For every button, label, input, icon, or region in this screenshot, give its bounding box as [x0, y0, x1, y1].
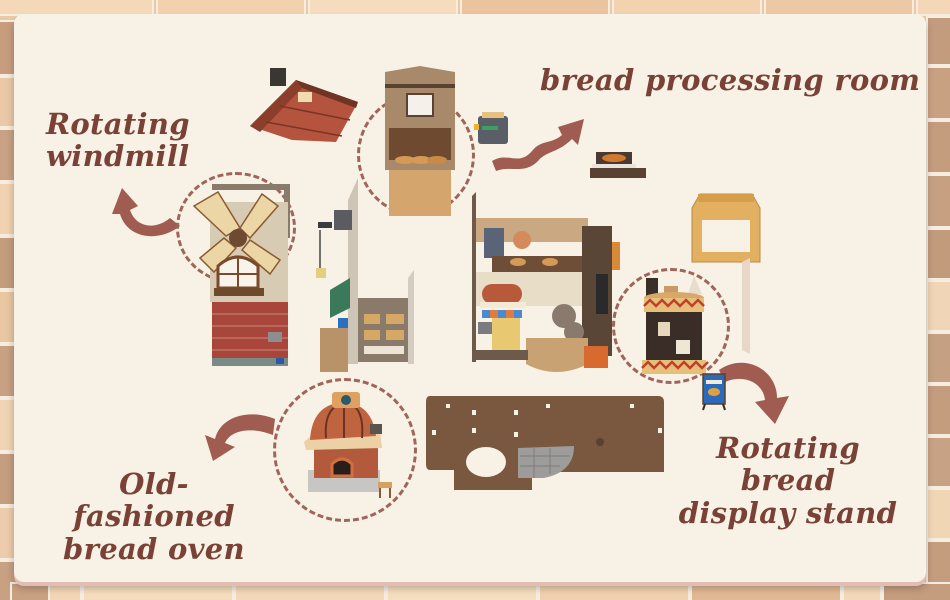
label-line: Rotating [46, 107, 190, 141]
highlight-circle-display-stand [612, 268, 730, 384]
label-line: bread processing room [540, 63, 921, 97]
label-rotating-bread-display-stand: Rotating bread display stand [668, 431, 908, 530]
arrow-windmill-icon [112, 188, 180, 237]
main-bakery-house-component [462, 192, 628, 382]
arrow-processing-room-icon [492, 119, 584, 171]
label-bread-processing-room: bread processing room [540, 64, 920, 96]
label-line: Rotating bread [716, 431, 860, 498]
arrow-oven-icon [205, 414, 275, 461]
label-rotating-windmill: Rotating windmill [46, 108, 190, 173]
arrow-display-stand-icon [719, 362, 789, 424]
rotating-display-stand-component [636, 276, 716, 384]
base-plate-component [424, 392, 668, 494]
bread-oven-component [296, 390, 396, 506]
wooden-box-frame-component [690, 190, 762, 360]
label-line: display stand [678, 495, 898, 530]
label-line: windmill [46, 139, 190, 174]
toaster-component [474, 112, 508, 144]
side-shelf-wall-component [314, 178, 418, 374]
bread-processing-room-component [385, 66, 455, 218]
label-line: bread oven [63, 531, 245, 566]
sandwich-board-sign-component [702, 373, 726, 411]
label-old-fashioned-bread-oven: Old-fashioned bread oven [44, 467, 264, 566]
bread-tray-component [590, 152, 646, 178]
roof-component [250, 68, 358, 142]
highlight-circle-oven [273, 378, 417, 522]
windmill-facade-component [180, 182, 294, 372]
label-line: Old-fashioned [73, 467, 235, 534]
